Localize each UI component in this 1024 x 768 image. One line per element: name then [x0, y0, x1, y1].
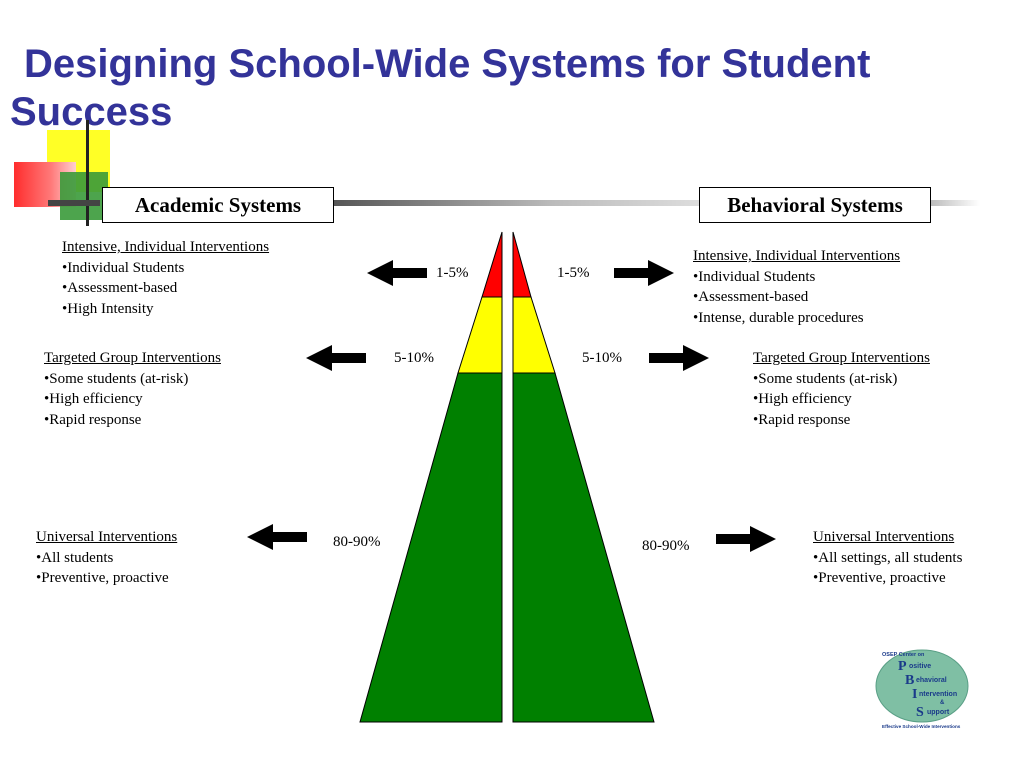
arrow-left-icon: [247, 524, 307, 550]
svg-text:upport: upport: [927, 709, 950, 716]
bullet-item: •Preventive, proactive: [36, 570, 169, 586]
academic-tier-universal: [359, 372, 503, 723]
svg-text:S: S: [916, 705, 924, 720]
behavioral-targeted-block: Targeted Group Interventions •Some stude…: [753, 348, 930, 430]
academic-triangle: [359, 231, 503, 723]
slide-title: Designing School-Wide Systems for Studen…: [10, 42, 871, 134]
block-heading: Intensive, Individual Interventions: [693, 248, 901, 264]
behavioral-triangle: [512, 231, 655, 723]
bullet-item: •Assessment-based: [693, 289, 809, 305]
block-heading: Targeted Group Interventions: [44, 350, 221, 366]
block-heading: Universal Interventions: [813, 529, 955, 545]
arrow-right-icon: [716, 526, 776, 552]
behavioral-intensive-block: Intensive, Individual Interventions •Ind…: [693, 246, 900, 328]
bullet-item: •Preventive, proactive: [813, 570, 946, 586]
svg-text:ehavioral: ehavioral: [916, 677, 947, 684]
bullet-item: •High efficiency: [753, 391, 852, 407]
bullet-item: •Rapid response: [44, 411, 142, 428]
bullet-item: •Individual Students: [62, 259, 185, 276]
svg-text:Effective School-Wide Interven: Effective School-Wide Interventions: [882, 724, 961, 729]
header-rule-right: [930, 200, 980, 206]
decorative-green-square: [60, 172, 108, 220]
arrow-left-icon: [367, 260, 427, 286]
bullet-item: •High efficiency: [44, 391, 143, 407]
academic-universal-block: Universal Interventions •All students •P…: [36, 527, 177, 589]
bullet-item: •All settings, all students: [813, 549, 963, 566]
academic-percent-universal: 80-90%: [333, 534, 381, 550]
behavioral-tier-universal: [512, 372, 655, 723]
svg-text:B: B: [905, 673, 914, 688]
decorative-vertical-line: [86, 120, 89, 226]
svg-text:ntervention: ntervention: [919, 691, 957, 698]
header-rule-left: [48, 200, 100, 206]
bullet-item: •High Intensity: [62, 300, 154, 317]
block-heading: Universal Interventions: [36, 529, 178, 545]
pbis-logo: OSEP Center on P ositive B ehavioral I n…: [875, 649, 969, 729]
arrow-right-icon: [614, 260, 674, 286]
behavioral-tier-targeted: [512, 296, 556, 374]
block-heading: Targeted Group Interventions: [753, 350, 930, 366]
behavioral-systems-heading: Behavioral Systems: [699, 187, 931, 223]
bullet-item: •Individual Students: [693, 268, 816, 285]
arrow-left-icon: [306, 345, 366, 371]
svg-text:I: I: [912, 687, 917, 702]
svg-text:ositive: ositive: [909, 663, 931, 670]
block-heading: Intensive, Individual Interventions: [62, 239, 270, 255]
bullet-item: •Intense, durable procedures: [693, 309, 864, 326]
logo-top-text: OSEP Center on: [882, 652, 925, 658]
header-rule-middle: [332, 200, 700, 206]
academic-intensive-block: Intensive, Individual Interventions •Ind…: [62, 237, 269, 319]
academic-targeted-block: Targeted Group Interventions •Some stude…: [44, 348, 221, 430]
bullet-item: •Assessment-based: [62, 280, 178, 296]
behavioral-percent-intensive: 1-5%: [557, 265, 590, 281]
bullet-item: •Rapid response: [753, 411, 851, 428]
svg-text:P: P: [898, 659, 907, 674]
behavioral-universal-block: Universal Interventions •All settings, a…: [813, 527, 962, 589]
bullet-item: •Some students (at-risk): [753, 370, 898, 387]
academic-systems-heading: Academic Systems: [102, 187, 334, 223]
academic-percent-targeted: 5-10%: [394, 350, 434, 366]
bullet-item: •Some students (at-risk): [44, 370, 189, 387]
svg-text:&: &: [940, 700, 945, 706]
behavioral-percent-targeted: 5-10%: [582, 350, 622, 366]
arrow-right-icon: [649, 345, 709, 371]
bullet-item: •All students: [36, 549, 114, 566]
academic-tier-targeted: [457, 296, 503, 374]
behavioral-percent-universal: 80-90%: [642, 538, 690, 554]
academic-tier-intensive: [481, 231, 503, 298]
behavioral-tier-intensive: [512, 231, 532, 298]
academic-percent-intensive: 1-5%: [436, 265, 469, 281]
